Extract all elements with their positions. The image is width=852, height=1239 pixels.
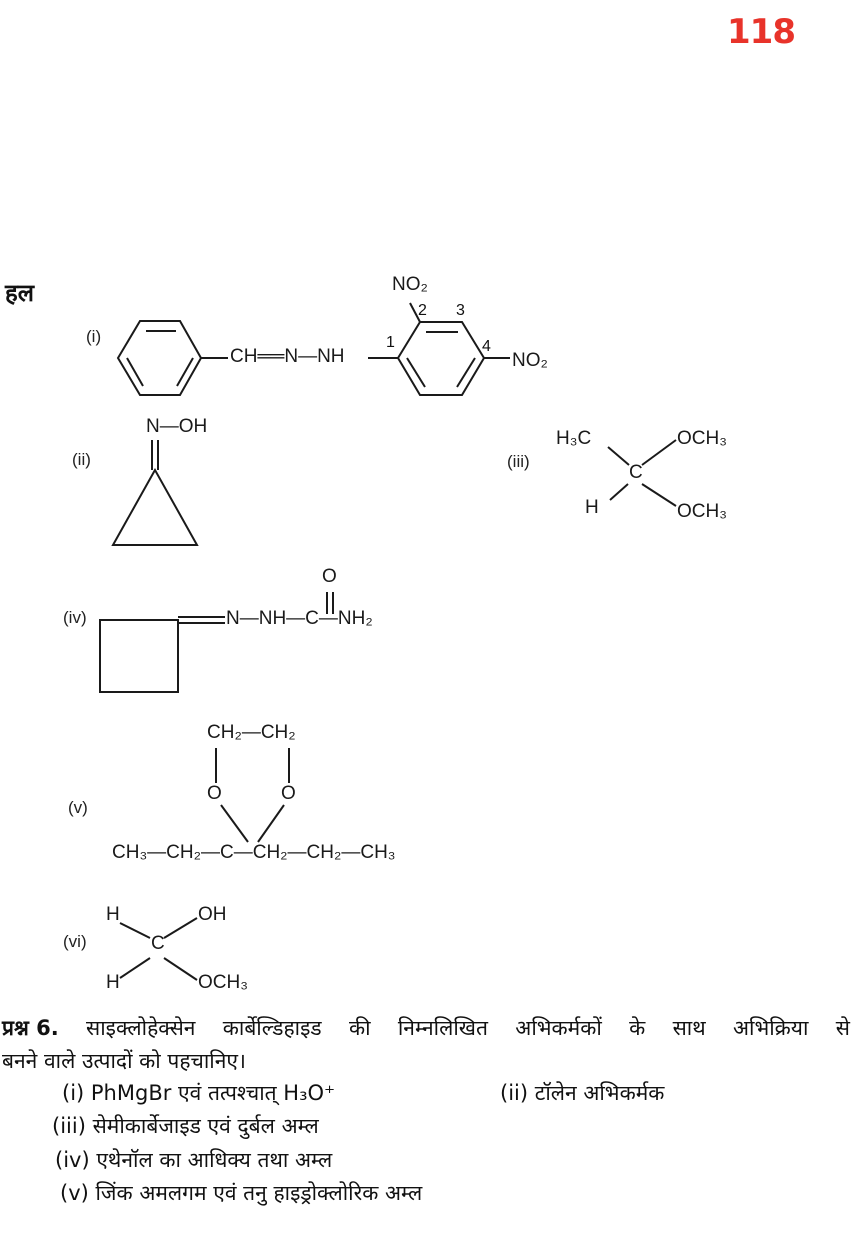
question-word: से [835,1016,850,1040]
hydrogen-top: H [106,904,120,925]
question-word: साथ [672,1016,706,1040]
oxime-group: N—OH [146,416,208,437]
question-number: प्रश्न 6. [2,1016,59,1040]
oxygen-right: O [281,783,296,804]
cyclobutane-ring [99,619,179,693]
hydrogen-bottom: H [106,972,120,993]
question-word: की [348,1016,371,1040]
option-iii: (iii) सेमीकार्बेजाइड एवं दुर्बल अम्ल [52,1114,319,1138]
page-number: 118 [727,12,796,52]
hydroxyl-group: OH [198,904,227,925]
question-word: कार्बेल्डिहाइड [222,1016,322,1040]
carbon-chain: CH₃—CH₂—C—CH₂—CH₂—CH₃ [112,842,396,863]
methoxy-top: OCH₃ [677,428,727,449]
question-word: के [629,1016,646,1040]
ring-position-4: 4 [482,338,491,355]
option-v: (v) जिंक अमलगम एवं तनु हाइड्रोक्लोरिक अम… [60,1181,423,1205]
ring-position-1: 1 [386,334,395,351]
question-line-2: बनने वाले उत्पादों को पहचानिए। [2,1049,246,1073]
solution-heading: हल [5,278,35,307]
ring-position-3: 3 [456,302,465,319]
question-line-1: प्रश्न 6. साइक्लोहेक्सेन कार्बेल्डिहाइड … [2,1014,850,1042]
methoxy-group: OCH₃ [198,972,248,993]
methoxy-bottom: OCH₃ [677,501,727,522]
question-word: अभिकर्मकों [515,1016,602,1040]
question-word: निम्नलिखित [397,1016,488,1040]
ethylene-bridge: CH₂—CH₂ [207,722,296,743]
structure-label-iii: (iii) [507,452,530,471]
hydrogen: H [585,497,599,518]
semicarbazone-chain: N—NH—C—NH₂ [226,608,373,629]
option-ii: (ii) टॉलेन अभिकर्मक [500,1081,665,1105]
methyl-group: H₃C [556,428,592,449]
structure-label-v: (v) [68,798,88,817]
structure-label-vi: (vi) [63,932,87,951]
nitro-group-top: NO₂ [392,274,428,295]
question-word: अभिक्रिया [732,1016,809,1040]
nitro-group-right: NO₂ [512,350,548,371]
central-carbon-vi: C [151,933,165,954]
hydrazone-chain: CH══N—NH [230,346,345,367]
ring-position-2: 2 [418,302,427,319]
option-iv: (iv) एथेनॉल का आधिक्य तथा अम्ल [55,1148,333,1172]
benzene-ring [116,320,203,396]
oxygen-left: O [207,783,222,804]
carbonyl-oxygen: O [322,566,337,587]
cyclopropane-ring [111,467,199,546]
central-carbon: C [629,462,643,483]
structure-label-iv: (iv) [63,608,87,627]
option-i: (i) PhMgBr एवं तत्पश्चात् H₃O⁺ [62,1081,336,1105]
structure-label-ii: (ii) [72,450,91,469]
question-word: साइक्लोहेक्सेन [86,1016,196,1040]
structure-label-i: (i) [86,327,102,346]
